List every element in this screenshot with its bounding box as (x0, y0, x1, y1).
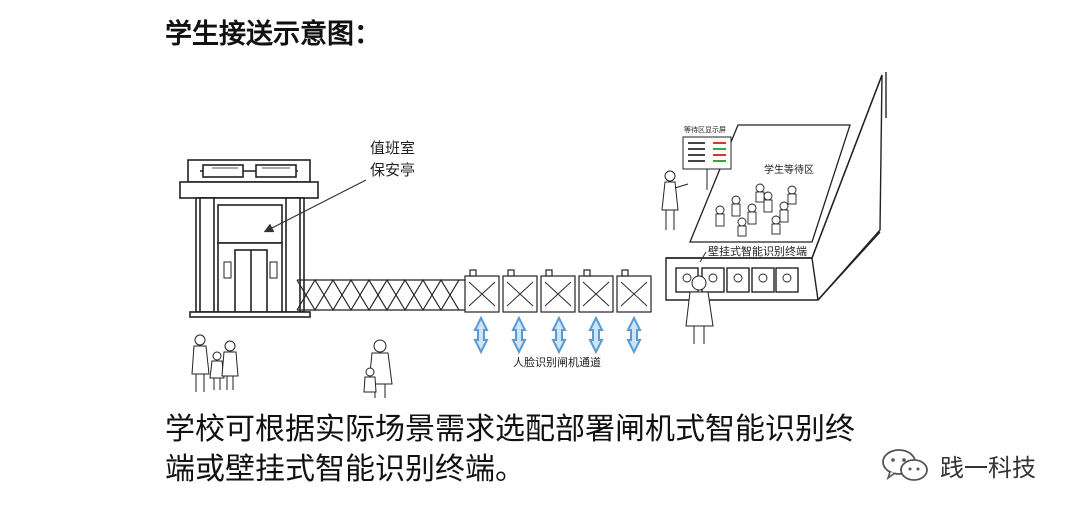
guard-room-callout: 值班室 保安亭 (263, 139, 415, 233)
watermark: 践一科技 (880, 446, 1036, 484)
double-arrow-icon (511, 315, 527, 355)
wall-terminal-structure (665, 72, 887, 301)
guard-room-label-line1: 值班室 (370, 139, 415, 157)
terminal-screen (751, 267, 775, 293)
wechat-logo-icon (882, 449, 928, 481)
diagram-title: 学生接送示意图： (165, 19, 381, 50)
waiting-display-board: 等待区显示屏 (682, 125, 732, 190)
caption-line2: 端或壁挂式智能识别终端。 (165, 452, 525, 487)
parent-at-terminal (685, 275, 714, 344)
watermark-text: 践一科技 (940, 453, 1036, 482)
double-arrow-icon (551, 315, 567, 355)
waiting-area-label: 学生等待区 (764, 163, 814, 176)
double-arrow-icon (473, 315, 489, 355)
wall-terminal-label: 壁挂式智能识别终端 (708, 244, 807, 258)
terminal-screen (726, 267, 750, 293)
waiting-students (715, 183, 797, 237)
double-arrow-icon (626, 315, 642, 355)
passage-arrows (473, 315, 642, 355)
waiting-display-label: 等待区显示屏 (684, 125, 726, 134)
grandparent-with-child (363, 339, 393, 398)
gate-unit (540, 275, 576, 313)
family-group (191, 334, 239, 392)
caption: 学校可根据实际场景需求选配部署闸机式智能识别终 端或壁挂式智能识别终端。 (165, 410, 935, 490)
teacher-figure (661, 170, 689, 230)
caption-line1: 学校可根据实际场景需求选配部署闸机式智能识别终 (165, 412, 855, 447)
face-gate-row (464, 269, 652, 313)
guard-house (179, 159, 319, 318)
guard-room-label-line2: 保安亭 (370, 161, 415, 179)
double-arrow-icon (588, 315, 604, 355)
scissor-fence (296, 278, 465, 312)
gate-channel-label: 人脸识别闸机通道 (513, 355, 601, 369)
terminal-screen (775, 267, 799, 293)
